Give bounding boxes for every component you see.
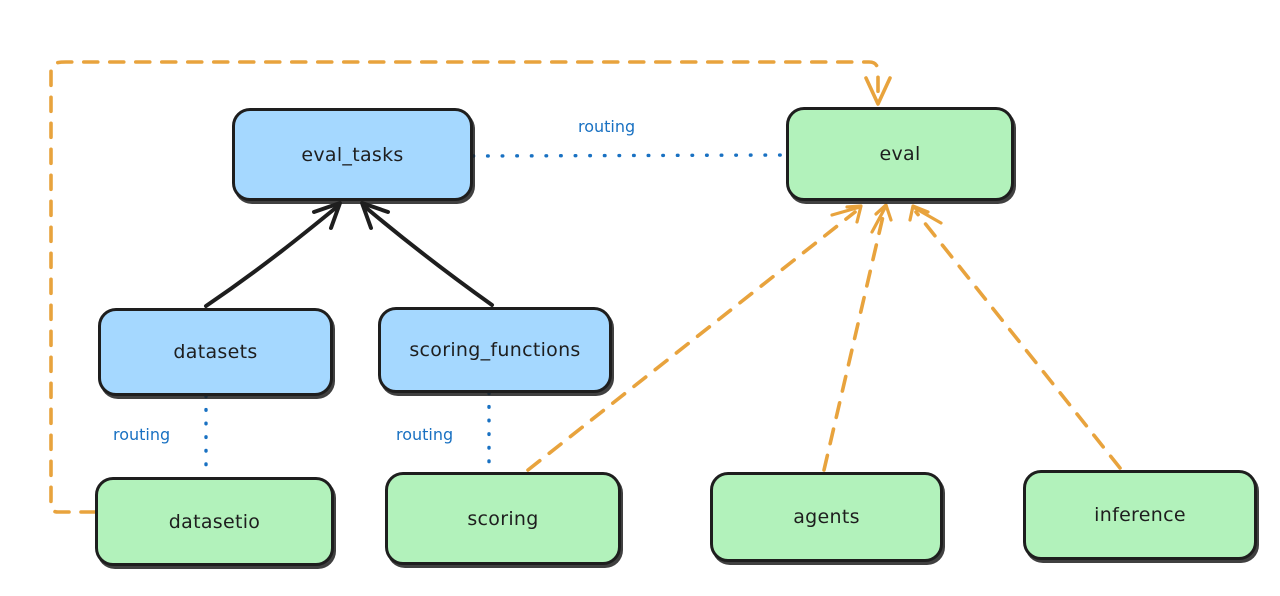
edge-label-routing-datasets-datasetio: routing <box>113 425 171 444</box>
node-datasetio[interactable]: datasetio <box>95 477 334 566</box>
node-eval[interactable]: eval <box>786 107 1014 201</box>
edge-agents-to-eval <box>822 203 893 472</box>
node-label-agents: agents <box>793 506 860 528</box>
node-label-datasets: datasets <box>173 341 258 363</box>
node-scoring[interactable]: scoring <box>385 472 621 565</box>
node-agents[interactable]: agents <box>710 472 943 562</box>
edge-scoring_functions-to-eval_tasks <box>360 201 494 307</box>
node-label-eval_tasks: eval_tasks <box>301 143 404 166</box>
node-label-scoring: scoring <box>467 507 539 530</box>
node-scoring_functions[interactable]: scoring_functions <box>378 307 612 393</box>
edge-label-routing-eval_tasks-eval: routing <box>578 117 636 136</box>
edge-inference-to-eval <box>908 204 1122 470</box>
node-label-inference: inference <box>1094 504 1186 526</box>
node-eval_tasks[interactable]: eval_tasks <box>232 108 473 201</box>
node-datasets[interactable]: datasets <box>98 308 333 396</box>
node-inference[interactable]: inference <box>1023 470 1257 560</box>
node-label-scoring_functions: scoring_functions <box>409 339 581 361</box>
edge-eval_tasks-to-eval <box>471 153 788 158</box>
edge-label-routing-scoring_functions-scoring: routing <box>396 425 454 444</box>
edge-datasets-to-eval_tasks <box>204 201 342 308</box>
node-label-eval: eval <box>879 143 921 165</box>
node-label-datasetio: datasetio <box>168 510 261 533</box>
